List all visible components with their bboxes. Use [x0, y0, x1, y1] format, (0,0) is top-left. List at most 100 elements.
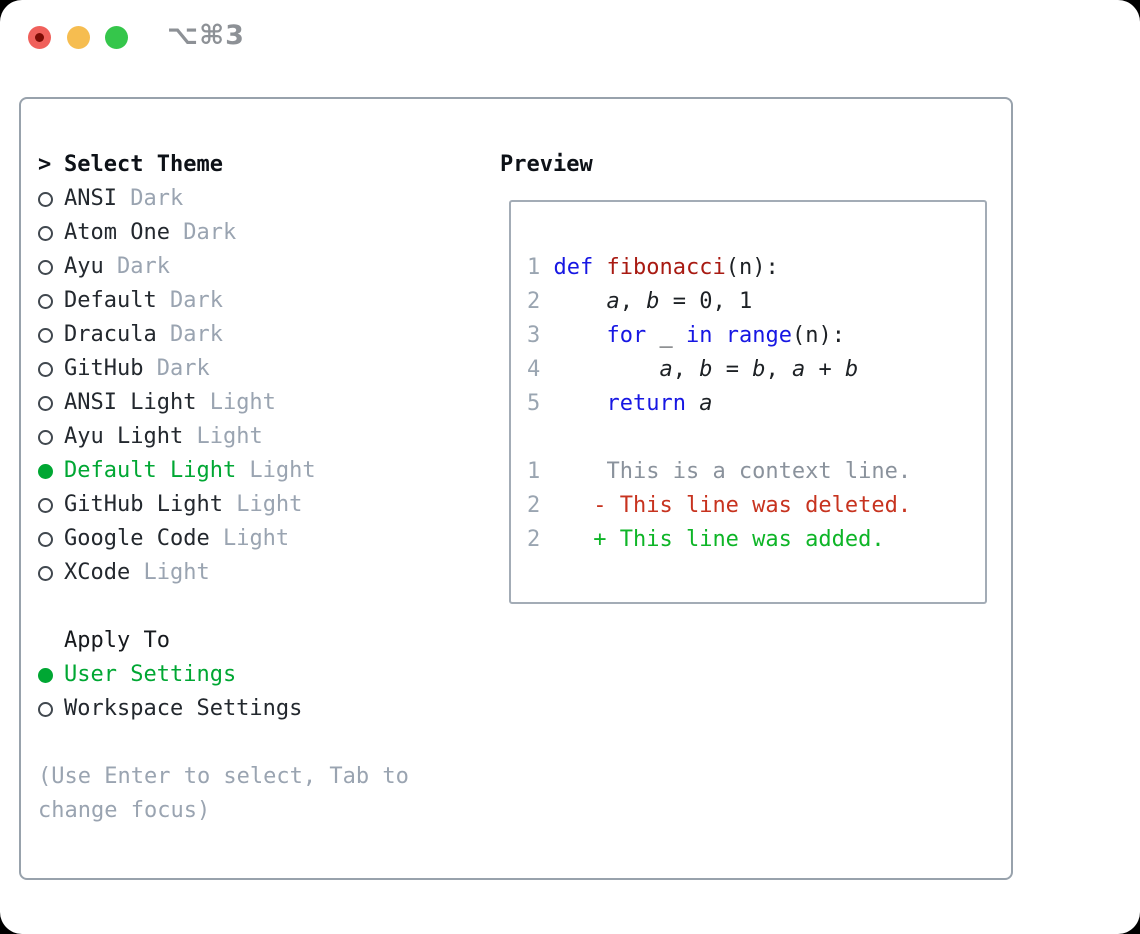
radio-marker — [38, 497, 64, 513]
theme-name: Default — [64, 288, 157, 313]
radio-marker — [38, 293, 64, 309]
radio-unselected-icon — [38, 293, 53, 309]
apply-option-workspace-settings[interactable]: Workspace Settings — [38, 692, 458, 726]
theme-option-github[interactable]: GitHub Dark — [38, 352, 458, 386]
theme-option-ansi[interactable]: ANSI Dark — [38, 182, 458, 216]
preview-code-line: 2 + This line was added. — [527, 523, 911, 557]
code-segment-num: 2 — [527, 289, 554, 314]
code-segment-num: 5 — [527, 391, 554, 416]
theme-name: Atom One — [64, 220, 170, 245]
radio-unselected-icon — [38, 191, 53, 207]
theme-list-header: Select Theme — [64, 152, 223, 177]
preview-code-line: 4 a, b = b, a + b — [527, 353, 911, 387]
code-segment-code: , — [765, 357, 792, 382]
theme-variant-badge: Light — [196, 390, 276, 415]
theme-option-github-light[interactable]: GitHub Light Light — [38, 488, 458, 522]
radio-selected-icon — [38, 667, 53, 683]
theme-variant-badge: Light — [130, 560, 210, 585]
theme-name: XCode — [64, 560, 131, 585]
radio-selected-icon — [38, 463, 53, 479]
minimize-button[interactable] — [67, 26, 90, 49]
apply-option-label: Workspace Settings — [64, 696, 303, 721]
radio-marker — [38, 701, 64, 717]
theme-variant-badge: Dark — [156, 288, 223, 313]
code-segment-var: b — [844, 357, 859, 382]
close-button-dot-icon — [35, 33, 44, 42]
radio-unselected-icon — [38, 497, 53, 513]
theme-list-header-row: > Select Theme — [38, 148, 458, 182]
theme-variant-badge: Light — [222, 492, 303, 517]
theme-name: Ayu Light — [64, 424, 184, 449]
theme-variant-badge: Light — [236, 458, 316, 483]
code-segment-code — [554, 357, 660, 382]
zoom-button[interactable] — [105, 26, 128, 49]
code-segment-code: = — [712, 357, 753, 382]
radio-unselected-icon — [38, 395, 53, 411]
theme-option-xcode[interactable]: XCode Light — [38, 556, 458, 590]
radio-marker — [38, 531, 64, 547]
radio-unselected-icon — [38, 361, 53, 377]
code-segment-code: + — [805, 357, 845, 382]
theme-variant-badge: Dark — [143, 356, 210, 381]
apply-option-label: User Settings — [64, 662, 237, 687]
theme-option-default[interactable]: Default Dark — [38, 284, 458, 318]
code-segment-code: , — [672, 357, 700, 382]
theme-variant-badge: Light — [183, 424, 263, 449]
radio-marker — [38, 191, 64, 207]
code-segment-code: , — [619, 289, 647, 314]
radio-marker — [38, 259, 64, 275]
theme-name: Default Light — [64, 458, 237, 483]
code-segment-code: (n): — [725, 255, 779, 280]
code-segment-del: - This line was deleted. — [593, 493, 912, 518]
code-segment-var: a — [791, 357, 806, 382]
code-segment-code: _ — [646, 323, 686, 348]
code-segment-code — [554, 289, 607, 314]
apply-to-header: Apply To — [64, 628, 170, 653]
radio-unselected-icon — [38, 531, 53, 547]
close-button[interactable] — [28, 26, 51, 49]
help-text: (Use Enter to select, Tab to change focu… — [38, 764, 409, 823]
code-segment-kw: in — [685, 323, 713, 348]
code-segment-num: 1 — [527, 255, 554, 280]
radio-unselected-icon — [38, 565, 53, 581]
code-segment-kw: for — [606, 323, 647, 348]
radio-unselected-icon — [38, 429, 53, 445]
code-segment-var: a — [699, 391, 713, 416]
preview-code-line: 2 - This line was deleted. — [527, 489, 911, 523]
code-segment-var: b — [752, 357, 766, 382]
radio-unselected-icon — [38, 225, 53, 241]
preview-code-line: 1 def fibonacci(n): — [527, 251, 911, 285]
theme-option-google-code[interactable]: Google Code Light — [38, 522, 458, 556]
radio-marker — [38, 395, 64, 411]
theme-option-ayu[interactable]: Ayu Dark — [38, 250, 458, 284]
theme-name: GitHub — [64, 356, 144, 381]
code-segment-add: + This line was added. — [593, 527, 885, 552]
code-segment-num: 2 — [527, 527, 594, 552]
radio-marker — [38, 327, 64, 343]
radio-unselected-icon — [38, 327, 53, 343]
radio-marker — [38, 463, 64, 479]
preview-code-line: 3 for _ in range(n): — [527, 319, 911, 353]
radio-marker — [38, 429, 64, 445]
theme-variant-badge: Dark — [169, 220, 237, 245]
theme-option-dracula[interactable]: Dracula Dark — [38, 318, 458, 352]
theme-option-ayu-light[interactable]: Ayu Light Light — [38, 420, 458, 454]
theme-option-ansi-light[interactable]: ANSI Light Light — [38, 386, 458, 420]
theme-name: ANSI — [64, 186, 117, 211]
preview-code-line: 5 return a — [527, 387, 911, 421]
code-segment-kw: range — [725, 323, 792, 348]
preview-code-line: 1 This is a context line. — [527, 455, 911, 489]
focus-prompt-icon: > — [38, 152, 52, 177]
code-segment-var: a — [606, 289, 620, 314]
radio-marker — [38, 361, 64, 377]
apply-option-user-settings[interactable]: User Settings — [38, 658, 458, 692]
theme-option-atom-one[interactable]: Atom One Dark — [38, 216, 458, 250]
theme-option-default-light[interactable]: Default Light Light — [38, 454, 458, 488]
code-segment-var: b — [646, 289, 660, 314]
